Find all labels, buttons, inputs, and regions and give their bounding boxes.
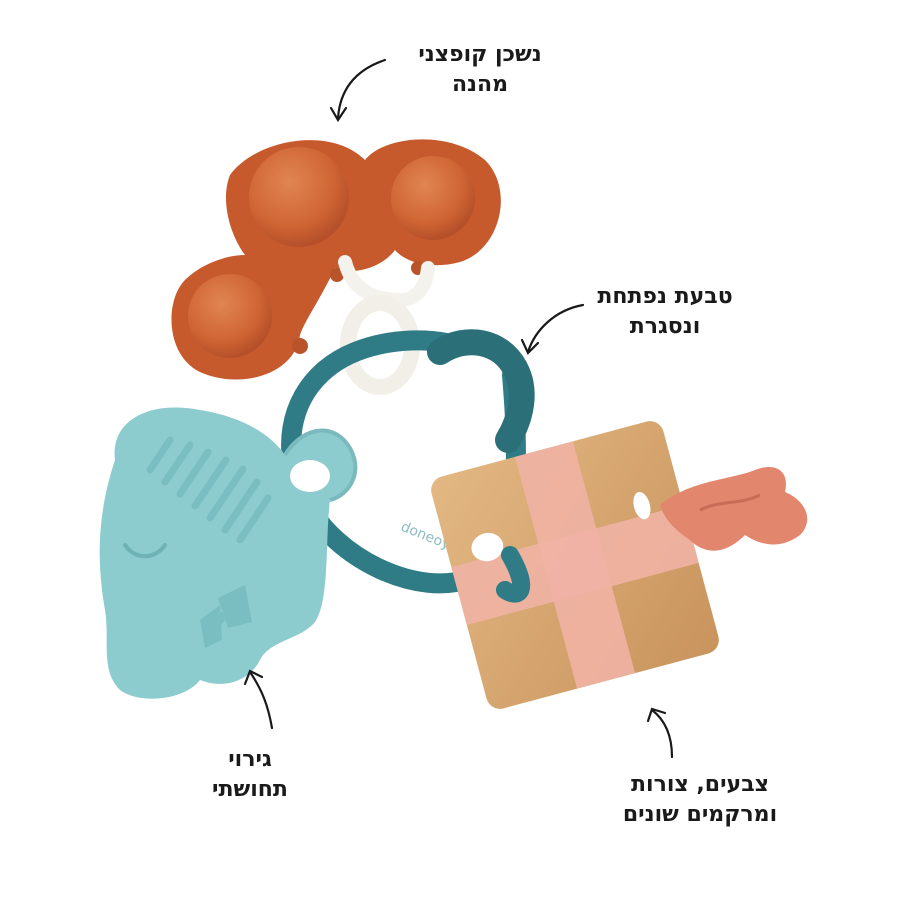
- popper-annotation-line-2: מהנה: [451, 72, 509, 97]
- elephant-ridges: [146, 436, 272, 544]
- wood-annotation: צבעים, צורות ומרקמים שונים: [595, 770, 805, 830]
- popper-teether: [171, 139, 501, 380]
- pop-bubble-right: [391, 156, 475, 240]
- arrow-ring: [526, 303, 585, 354]
- popper-annotation-line-1: נשכן קופצני: [418, 42, 542, 67]
- ring-annotation: טבעת נפתחת ונסגרת: [590, 282, 740, 342]
- elephant-annotation-line-1: גירוי: [228, 747, 272, 772]
- ring-annotation-line-2: ונסגרת: [629, 314, 701, 339]
- wooden-block: [431, 421, 719, 709]
- pop-bubble-bottom: [188, 274, 272, 358]
- fabric-knot: [660, 466, 808, 551]
- elephant-annotation-line-2: תחושתי: [212, 777, 288, 802]
- white-clip: [338, 255, 435, 395]
- arrow-elephant: [248, 670, 274, 730]
- ring-annotation-line-1: טבעת נפתחת: [597, 284, 733, 309]
- arrow-popper: [336, 58, 387, 120]
- popper-annotation: נשכן קופצני מהנה: [395, 40, 565, 100]
- annotation-arrows: [243, 58, 674, 759]
- elephant-teether: [99, 407, 358, 699]
- pop-bubble-large: [249, 147, 349, 247]
- wood-annotation-line-2: ומרקמים שונים: [622, 802, 778, 827]
- wood-annotation-line-1: צבעים, צורות: [631, 772, 769, 797]
- arrow-wood: [650, 708, 674, 759]
- elephant-annotation: גירוי תחושתי: [190, 745, 310, 805]
